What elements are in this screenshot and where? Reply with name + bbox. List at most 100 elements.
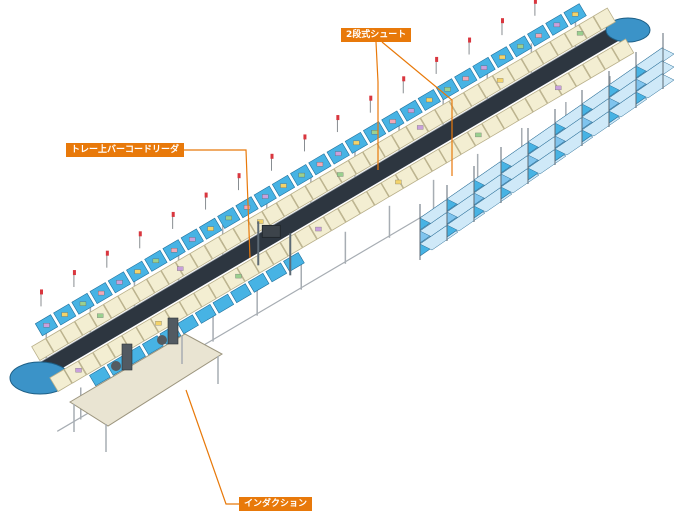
parcel [353,140,360,146]
flag-marker [468,37,472,43]
tray [146,270,170,294]
conveyor-belt [35,19,633,379]
rack-bin-top [635,60,675,86]
tray [304,177,328,201]
tray [63,360,87,384]
chute-flag-row [39,0,537,307]
parcel [426,97,433,103]
operator [111,361,121,371]
parcel [316,162,324,167]
tray [420,109,444,133]
callout-leader-lines [180,41,453,505]
tray [294,224,318,248]
tray [222,267,246,291]
flag-marker [237,173,241,179]
tray [135,318,159,342]
flag-marker [533,0,537,4]
tray [592,7,616,31]
tray [276,193,300,217]
flag-marker [204,192,208,198]
leader-chute-b [381,41,453,176]
parcel [517,44,524,49]
parcel [335,151,342,156]
parcel [475,132,482,138]
parcel [416,125,424,130]
parcel [337,172,344,177]
tray [59,321,83,345]
tray [78,352,102,376]
tray [323,208,347,232]
parcel [189,237,196,242]
parcel [235,273,242,279]
tray-row-back [31,7,616,362]
parcel [134,269,141,274]
sorter-conveyor [9,17,651,395]
parcel [79,301,87,306]
parcel [170,248,178,253]
two-stage-chute-rack [419,33,675,260]
tray [236,258,260,282]
flag-marker [402,76,406,82]
tray [611,38,635,62]
inner-chute [89,366,111,387]
callout-tray-barcode-reader: トレー上バーコードリーダ [66,143,185,157]
tray [481,114,505,138]
tray [232,219,256,243]
parcel [553,22,561,28]
tray [524,89,548,113]
parcel [116,280,123,285]
parcel [207,226,214,231]
induction-table [69,333,223,427]
tray [463,83,487,107]
parcel [499,54,506,60]
parcel [43,323,50,328]
tray [520,49,544,73]
parcel [480,65,488,70]
inner-chute [177,314,199,335]
leader-induction [185,389,239,505]
parcel [462,76,469,81]
flag-marker [171,211,175,217]
flag-marker [303,134,307,140]
tray [117,287,141,311]
flag-marker [39,289,43,295]
reader-head [261,224,281,238]
parcel [280,183,287,188]
induction-terminal [167,317,179,345]
tray [261,202,285,226]
tray [452,131,476,155]
tray [506,58,530,82]
tray [582,55,606,79]
parcel [555,85,562,91]
tray [290,185,314,209]
parcel [389,119,397,124]
tray [423,148,447,172]
tray [218,227,242,251]
tray [348,151,372,175]
tray [391,126,415,150]
tray [578,15,602,39]
parcel [97,313,104,318]
tray [596,46,620,70]
tray [438,140,462,164]
flag-marker [369,95,373,101]
tray [409,157,433,181]
tray [366,182,390,206]
tray [74,312,98,336]
tray [131,278,155,302]
tray [495,106,519,130]
leader-chute-a [375,41,379,170]
flag-marker [270,153,274,159]
tray [319,168,343,192]
tray [568,63,592,87]
tray [333,160,357,184]
flag-marker [336,115,340,121]
parcel [98,290,105,296]
flag-marker [435,56,439,62]
tray [337,199,361,223]
parcel [177,266,184,271]
parcel [371,130,378,135]
flag-marker [138,231,142,237]
